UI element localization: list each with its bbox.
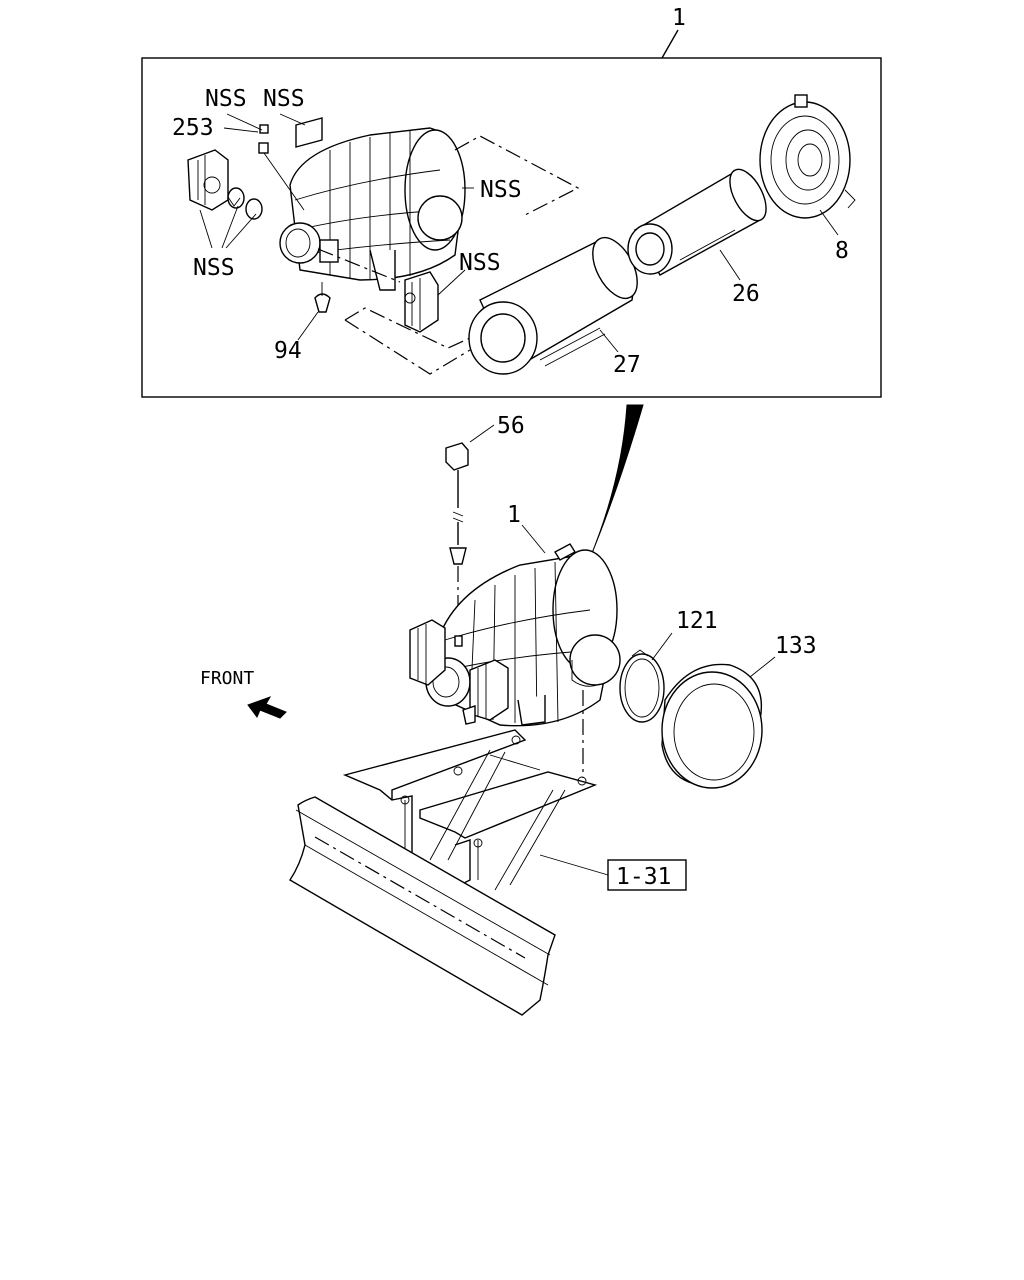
label-front: FRONT	[200, 668, 254, 689]
bracket-assembled-right	[462, 659, 509, 725]
label-nss-clamps: NSS	[193, 255, 235, 281]
frame-rail	[289, 796, 556, 1016]
clamp-rings	[227, 187, 263, 220]
air-cleaner-housing-assembled	[425, 543, 621, 727]
bracket-assembled-left	[409, 619, 446, 686]
label-part-121: 121	[676, 608, 718, 634]
end-cover-8	[759, 94, 856, 219]
leader-main-1	[521, 524, 546, 554]
label-part-8: 8	[835, 238, 849, 264]
label-nss-1: NSS	[205, 86, 247, 112]
assembly-link-arrow	[589, 404, 644, 559]
label-part-94: 94	[274, 338, 302, 364]
label-part-253: 253	[172, 115, 214, 141]
hose-clamp-121	[619, 632, 673, 723]
label-part-133: 133	[775, 633, 817, 659]
reference-box	[539, 854, 687, 891]
leader-lines-top	[199, 113, 839, 353]
air-cleaner-housing-exploded	[279, 127, 466, 291]
vacuator-valve-94	[314, 282, 331, 313]
mounting-bracket-right	[404, 271, 439, 333]
label-ref-1-31: 1-31	[616, 864, 671, 890]
label-nss-bracket: NSS	[459, 250, 501, 276]
label-part-27: 27	[613, 352, 641, 378]
label-plate	[295, 117, 323, 148]
label-nss-cover: NSS	[480, 177, 522, 203]
support-bracket-frame	[342, 729, 598, 891]
label-nss-2: NSS	[263, 86, 305, 112]
mounting-bracket-left	[187, 149, 229, 211]
label-part-26: 26	[732, 281, 760, 307]
restriction-indicator-56	[445, 424, 495, 645]
end-cap-133	[661, 656, 776, 789]
label-assembly-main: 1	[507, 502, 521, 528]
label-assembly-top: 1	[672, 5, 686, 31]
exploded-dash-lines	[317, 135, 580, 375]
inner-filter-element-26	[627, 168, 767, 276]
exploded-view-frame	[141, 29, 882, 398]
outer-filter-element-27	[468, 236, 638, 375]
front-direction-arrow	[247, 696, 287, 719]
label-part-56: 56	[497, 413, 525, 439]
